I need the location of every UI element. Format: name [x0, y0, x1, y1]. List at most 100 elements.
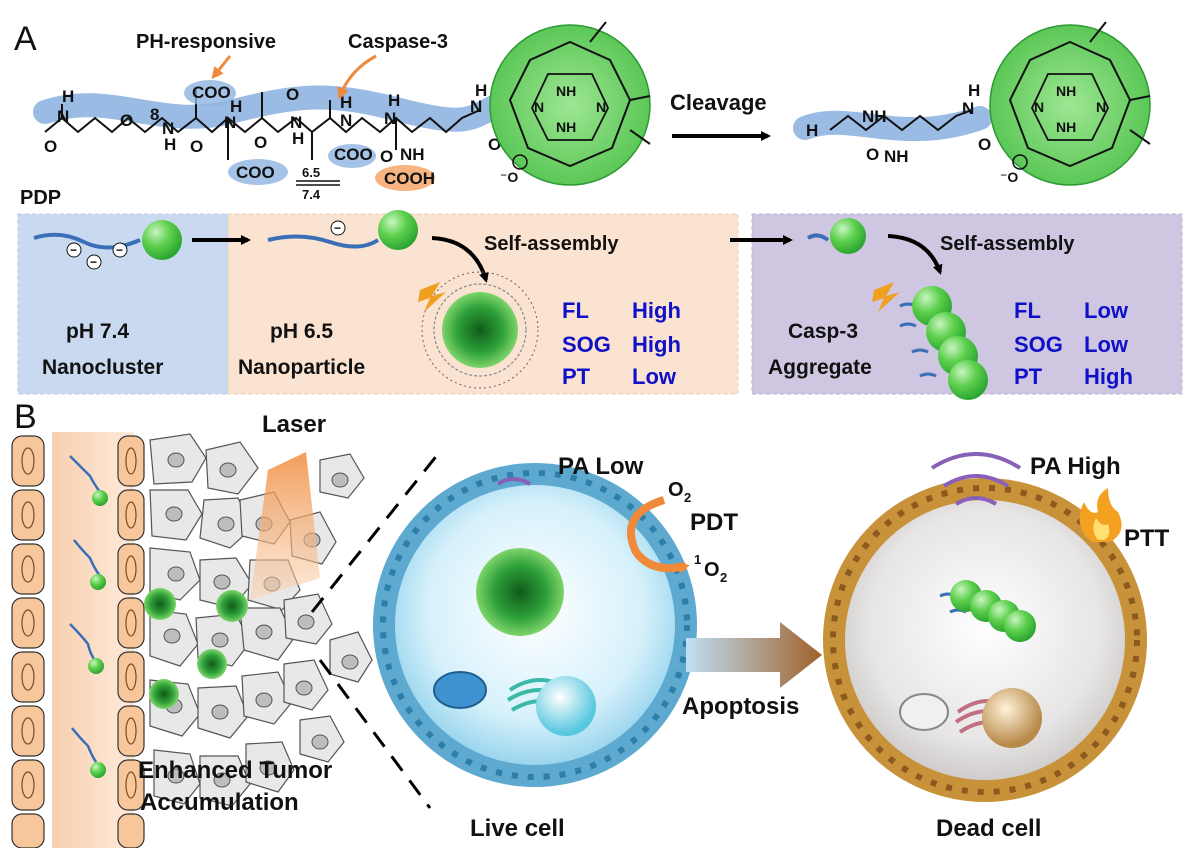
- signal-wave-low: [496, 477, 532, 486]
- accumulation-line2: Accumulation: [140, 789, 299, 816]
- self-assembly-label-1: Self-assembly: [484, 233, 619, 255]
- pa-high-label: PA High: [1030, 453, 1121, 480]
- stage3-enzyme: Casp-3: [788, 320, 858, 343]
- prop-name: FL: [1014, 298, 1041, 323]
- zoom-line-top: [310, 453, 440, 613]
- stage1-ball: [142, 220, 182, 260]
- dead-cell-aggregate: [939, 580, 1036, 642]
- prop-level: High: [1084, 364, 1133, 389]
- ph-backward: 7.4: [302, 187, 321, 202]
- signal-waves-high: [930, 452, 1022, 506]
- atom-label: N: [57, 107, 69, 126]
- atom-label: O: [120, 111, 133, 130]
- atom-label: O: [190, 137, 203, 156]
- prop-name: FL: [562, 298, 589, 323]
- laser-beam: [250, 452, 320, 600]
- singlet-o2-label: O: [704, 559, 720, 581]
- lightning-icon: [872, 282, 900, 312]
- svg-text:−: −: [70, 243, 77, 257]
- atom-label: N: [384, 109, 396, 128]
- porphyrin-ball-left: NH N NH N ⁻O: [489, 21, 651, 186]
- zoom-line-bottom: [318, 659, 432, 809]
- atom-label: N: [224, 113, 236, 132]
- dead-cell: [823, 478, 1147, 802]
- cooh-highlight: [375, 165, 435, 191]
- caspase3-arrow: [337, 54, 377, 100]
- laser-label: Laser: [262, 411, 326, 438]
- lightning-icon: [418, 282, 446, 312]
- panel-a-label: A: [14, 20, 37, 58]
- atom-label: O: [44, 137, 57, 156]
- tumor-cells: [149, 433, 373, 807]
- svg-text:⁻O: ⁻O: [500, 169, 518, 185]
- svg-text:NH: NH: [1056, 83, 1076, 99]
- pdp-label: PDP: [20, 187, 61, 209]
- singlet-o2-sub: 2: [720, 570, 727, 585]
- cooh-label: COOH: [384, 169, 435, 188]
- dead-cell-label: Dead cell: [936, 815, 1041, 842]
- prop-level: Low: [1084, 332, 1129, 357]
- caspase3-label: Caspase-3: [348, 31, 448, 53]
- cleavage-label: Cleavage: [670, 90, 767, 115]
- peptide-chain-ribbon: [33, 85, 512, 132]
- atom-label: N: [470, 97, 482, 116]
- prop-name: PT: [1014, 364, 1043, 389]
- panel-b-label: B: [14, 398, 37, 436]
- prop-level: Low: [632, 364, 677, 389]
- tumor-cell-nuclei: [163, 452, 359, 788]
- prop-level: Low: [1084, 298, 1129, 323]
- self-assembly-arrow-2: [887, 234, 943, 275]
- svg-text:⁻O: ⁻O: [1000, 169, 1018, 185]
- apoptosis-arrow: [686, 622, 822, 688]
- atom-label: H: [292, 129, 304, 148]
- atom-label: O: [978, 135, 991, 154]
- pdt-cycle-arrow: [627, 496, 690, 574]
- atom-label: H: [340, 93, 352, 112]
- prop-name: SOG: [562, 332, 611, 357]
- atom-label: N: [962, 99, 974, 118]
- ptt-label: PTT: [1124, 525, 1170, 552]
- ph-responsive-arrow: [211, 55, 232, 80]
- atom-label: H: [230, 97, 242, 116]
- atom-label: 8: [150, 105, 159, 124]
- atom-label: O: [286, 85, 299, 104]
- cell-nuclei: [21, 447, 137, 799]
- endothelial-cells-left: [11, 435, 45, 848]
- stage2-ball: [378, 210, 418, 250]
- stage1-ph: pH 7.4: [66, 320, 129, 343]
- self-assembly-arrow-1: [431, 236, 489, 283]
- atom-label: O: [866, 145, 879, 164]
- atom-label: COO: [192, 83, 231, 102]
- ph-forward: 6.5: [302, 165, 320, 180]
- atom-label: O: [254, 133, 267, 152]
- aggregate: [899, 286, 988, 400]
- atom-label: H: [164, 135, 176, 154]
- coo-highlight-mid: [328, 144, 376, 168]
- atom-label: COO: [334, 145, 373, 164]
- atom-label: N: [340, 111, 352, 130]
- endothelial-cells-right: [117, 435, 145, 848]
- fire-icon: [1079, 488, 1122, 542]
- porphyrin-ball-right: NH N NH N ⁻O: [989, 21, 1151, 186]
- stage2-chain: [267, 234, 380, 249]
- stage1-form: Nanocluster: [42, 356, 163, 379]
- svg-text:NH: NH: [556, 119, 576, 135]
- svg-text:−: −: [90, 255, 97, 269]
- coo-highlight-bottom: [228, 159, 288, 185]
- atom-label: NH: [400, 145, 425, 164]
- live-cell-label: Live cell: [470, 815, 565, 842]
- atom-label: N: [290, 113, 302, 132]
- prop-name: PT: [562, 364, 591, 389]
- stage3-form: Aggregate: [768, 356, 872, 379]
- svg-text:N: N: [596, 99, 606, 115]
- props-aggregate: FL Low SOG Low PT High: [1014, 298, 1133, 389]
- charge-minus-text: −: [334, 221, 341, 235]
- svg-text:N: N: [534, 99, 544, 115]
- stage3-ball: [830, 218, 866, 254]
- props-nanoparticle: FL High SOG High PT Low: [562, 298, 681, 389]
- prop-name: SOG: [1014, 332, 1063, 357]
- pdt-label: PDT: [690, 509, 738, 536]
- charge-minus-icons: − − −: [66, 242, 128, 270]
- apoptosis-label: Apoptosis: [682, 693, 799, 720]
